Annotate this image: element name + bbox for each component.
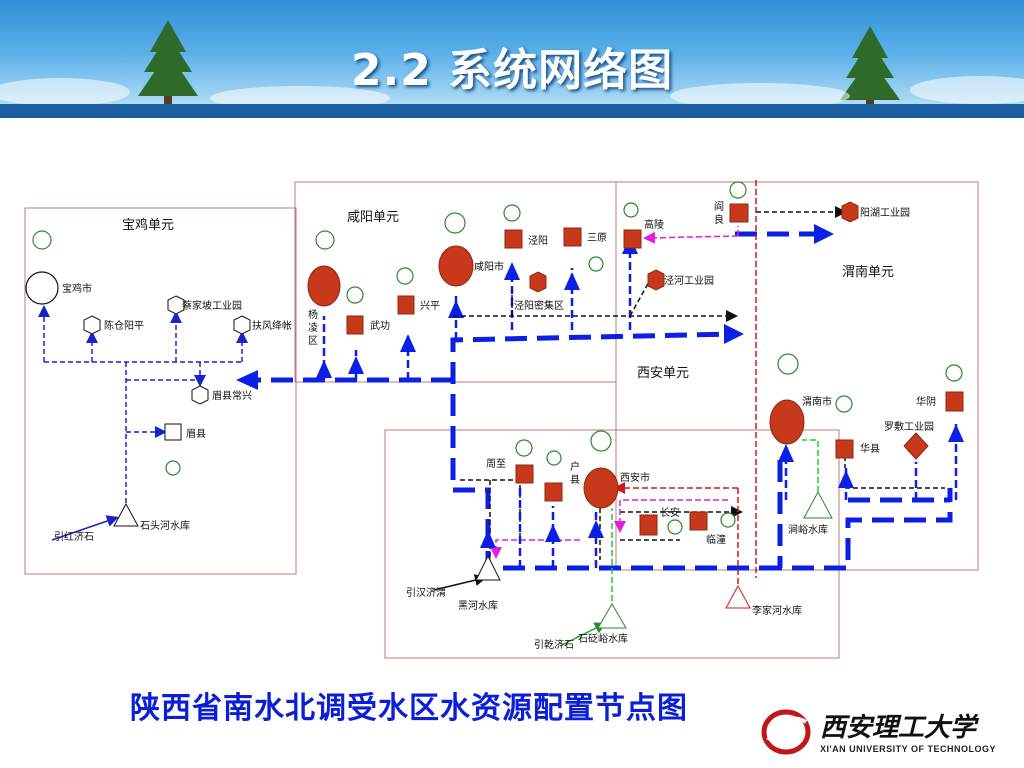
label-fufeng: 扶风绛帐 bbox=[252, 319, 292, 332]
node-yanghu bbox=[841, 201, 859, 223]
label-huaxian: 华县 bbox=[860, 442, 880, 455]
label-xian-city: 西安市 bbox=[620, 471, 650, 484]
node-zhouzhi bbox=[515, 464, 534, 484]
label-yangling: 杨凌区 bbox=[308, 308, 318, 347]
label-lintong: 临潼 bbox=[706, 533, 726, 546]
label-chang-an: 长安 bbox=[660, 506, 680, 519]
node-yanliang bbox=[729, 203, 749, 223]
banner-stripe bbox=[0, 104, 1024, 118]
title-banner: 2.2 系统网络图 bbox=[0, 0, 1024, 118]
label-chencang: 陈仓阳平 bbox=[104, 319, 144, 332]
main-arrowhead-west bbox=[236, 370, 258, 390]
logo-chinese: 西安理工大学 bbox=[820, 713, 980, 743]
label-sanyuan: 三原 bbox=[587, 232, 607, 244]
node-sanyuan bbox=[563, 227, 582, 247]
unit-label-xian: 西安单元 bbox=[637, 366, 689, 381]
main-transfer-line bbox=[246, 231, 953, 571]
node-gaoling bbox=[623, 229, 642, 249]
node-weinan-city bbox=[769, 399, 805, 445]
label-caijiapo: 蔡家坡工业园 bbox=[182, 299, 242, 312]
green-routes bbox=[611, 439, 819, 610]
label-meixian: 眉县 bbox=[186, 428, 206, 440]
slide-title: 2.2 系统网络图 bbox=[350, 45, 674, 96]
node-heihe-reservoir bbox=[475, 554, 501, 581]
label-weinan-city: 渭南市 bbox=[802, 395, 832, 408]
node-huaxian bbox=[835, 439, 854, 459]
label-xianyang-city: 咸阳市 bbox=[474, 260, 504, 273]
main-arrowhead-yanghu bbox=[814, 224, 834, 244]
node-huxian bbox=[544, 482, 563, 502]
label-yanliang: 阎良 bbox=[714, 200, 724, 226]
node-chencang bbox=[83, 315, 101, 335]
xian-arrowheads bbox=[480, 520, 604, 548]
node-lijiahe-reservoir bbox=[725, 584, 751, 609]
label-yinqian: 引乾济石 bbox=[534, 638, 574, 651]
unit-box-xian bbox=[384, 429, 840, 659]
source-symbols bbox=[32, 181, 963, 535]
label-meixian-changxing: 眉县常兴 bbox=[212, 389, 252, 402]
label-gaoling: 高陵 bbox=[644, 218, 664, 231]
label-luofu: 罗敷工业园 bbox=[884, 420, 934, 433]
label-xingping: 兴平 bbox=[420, 300, 440, 312]
yinqian-arrow bbox=[559, 622, 607, 647]
label-heihe: 黑河水库 bbox=[458, 599, 498, 612]
main-arrowhead-east bbox=[724, 324, 744, 344]
node-jianyu-reservoir bbox=[803, 490, 833, 519]
node-meixian bbox=[164, 423, 182, 441]
node-wugong bbox=[346, 315, 364, 335]
node-yangling bbox=[307, 265, 341, 307]
node-meixian-changxing bbox=[191, 385, 209, 405]
red-routes bbox=[613, 180, 757, 586]
label-yanghu: 阳湖工业园 bbox=[860, 207, 910, 219]
node-shibianyu-reservoir bbox=[597, 603, 627, 629]
node-caijiapo bbox=[167, 295, 185, 315]
yinhong-arrow bbox=[51, 515, 119, 541]
node-fufeng bbox=[233, 315, 251, 335]
label-wugong: 武功 bbox=[370, 319, 390, 332]
node-jinghe-park bbox=[647, 269, 665, 291]
baoji-branch-network bbox=[38, 305, 248, 505]
unit-label-weinan: 渭南单元 bbox=[842, 264, 894, 280]
weinan-arrowheads bbox=[778, 424, 964, 488]
node-luofu bbox=[903, 432, 929, 460]
node-xianyang-city bbox=[438, 245, 474, 287]
label-jinghe-park: 泾河工业园 bbox=[664, 274, 714, 287]
label-yinhan: 引汉济渭 bbox=[406, 586, 446, 599]
unit-label-baoji: 宝鸡单元 bbox=[122, 217, 174, 233]
node-baoji-city bbox=[25, 271, 59, 305]
label-shitouhe: 石头河水库 bbox=[140, 519, 190, 532]
node-chang-an bbox=[639, 514, 658, 536]
label-jingyang: 泾阳 bbox=[528, 234, 548, 247]
label-shibianyu: 石砭峪水库 bbox=[578, 632, 628, 645]
label-zhouzhi: 周至 bbox=[486, 458, 506, 470]
node-xian-city bbox=[583, 467, 619, 509]
node-huayin bbox=[945, 391, 964, 412]
node-jingyang bbox=[504, 229, 523, 249]
label-yinhong: 引红济石 bbox=[54, 530, 94, 543]
label-huayin: 华阴 bbox=[916, 395, 936, 408]
node-jingyang-cluster bbox=[529, 271, 547, 293]
logo-english: XI'AN UNIVERSITY OF TECHNOLOGY bbox=[820, 744, 996, 754]
label-jianyu: 涧峪水库 bbox=[788, 523, 828, 536]
node-shitouhe-reservoir bbox=[113, 502, 139, 527]
label-huxian: 户县 bbox=[570, 460, 580, 486]
label-lijiahe: 李家河水库 bbox=[752, 604, 802, 617]
unit-box-baoji bbox=[24, 207, 297, 575]
university-logo: 西安理工大学 bbox=[761, 709, 980, 755]
xianyang-arrowheads bbox=[316, 236, 638, 378]
label-jingyang-cluster: 泾阳密集区 bbox=[514, 299, 564, 312]
label-baoji-city: 宝鸡市 bbox=[62, 282, 92, 295]
unit-label-xianyang: 咸阳单元 bbox=[347, 210, 399, 225]
node-lintong bbox=[689, 511, 708, 531]
node-xingping bbox=[397, 295, 415, 315]
diagram-caption: 陕西省南水北调受水区水资源配置节点图 bbox=[130, 691, 688, 726]
